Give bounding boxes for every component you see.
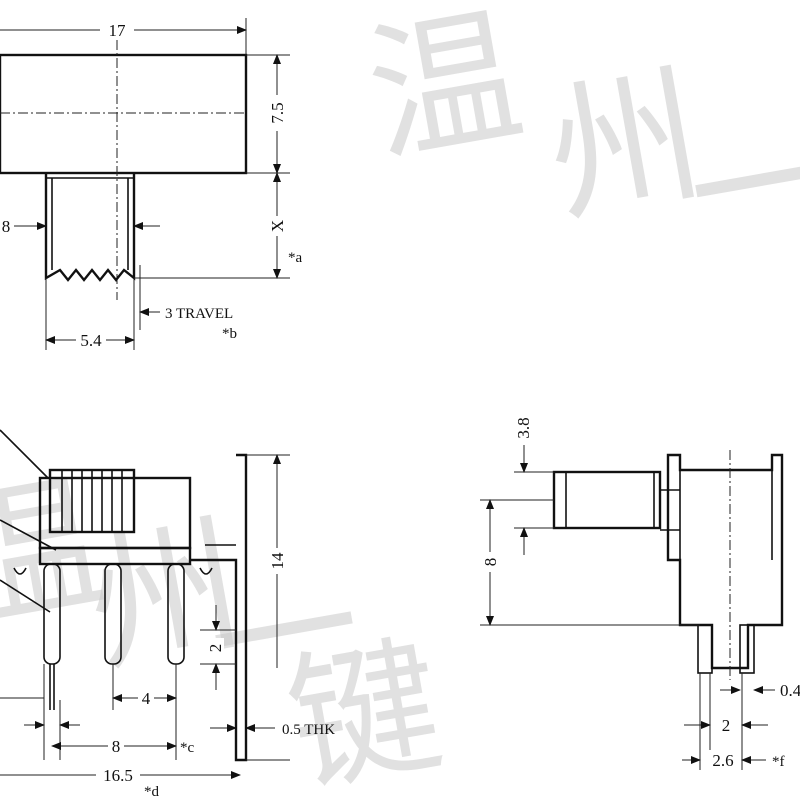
dim-lead-pitch-label: 2	[722, 716, 731, 735]
svg-text:温: 温	[356, 0, 534, 185]
dim-front-height-label: 14	[268, 552, 287, 570]
dim-outer-pins-label: 8	[112, 737, 121, 756]
dim-actuator-base-label: 5.4	[80, 331, 102, 350]
frame-bracket	[190, 453, 248, 762]
dim-width-label: 17	[109, 21, 127, 40]
dim-pin-length-label: 2	[206, 644, 225, 653]
side-housing	[666, 453, 784, 670]
note-b: *b	[222, 326, 237, 342]
side-actuator	[552, 470, 662, 530]
note-a: *a	[288, 250, 303, 266]
note-c: *c	[180, 740, 195, 756]
pin-1	[43, 563, 61, 665]
actuator-knob	[44, 173, 136, 282]
dim-height-label: 7.5	[268, 102, 287, 123]
svg-text:键: 键	[276, 618, 454, 800]
travel-label: 3 TRAVEL	[165, 306, 233, 322]
dim-actuator-dia-label: 3.8	[514, 417, 533, 438]
thickness-label: 0.5 THK	[282, 722, 335, 738]
switch-body-outline	[0, 53, 248, 175]
dim-x-label: X	[268, 220, 287, 232]
side-view: 3.8 8 0.4 2 2.6 *f	[480, 417, 800, 770]
svg-text:州: 州	[536, 48, 714, 245]
note-f: *f	[772, 754, 785, 770]
dim-pin-pitch-label: 4	[142, 689, 151, 708]
dim-actuator-width-label: 8	[2, 217, 11, 236]
lead-right	[739, 624, 755, 674]
dim-lead-width-label: 0.4	[780, 681, 800, 700]
dim-side-height-label: 8	[481, 558, 500, 567]
lead-left	[697, 624, 713, 674]
note-d: *d	[144, 784, 160, 800]
front-view: 14 2 4 8 *c 16.5 *d 0.5 THK	[0, 429, 335, 800]
svg-text:一: 一	[676, 88, 800, 285]
dim-total-length-label: 16.5	[103, 766, 133, 785]
top-view: 17 7.5 X *a 8 5.4 3 TRAVEL *b	[0, 18, 303, 350]
dim-body-depth-label: 2.6	[712, 751, 733, 770]
